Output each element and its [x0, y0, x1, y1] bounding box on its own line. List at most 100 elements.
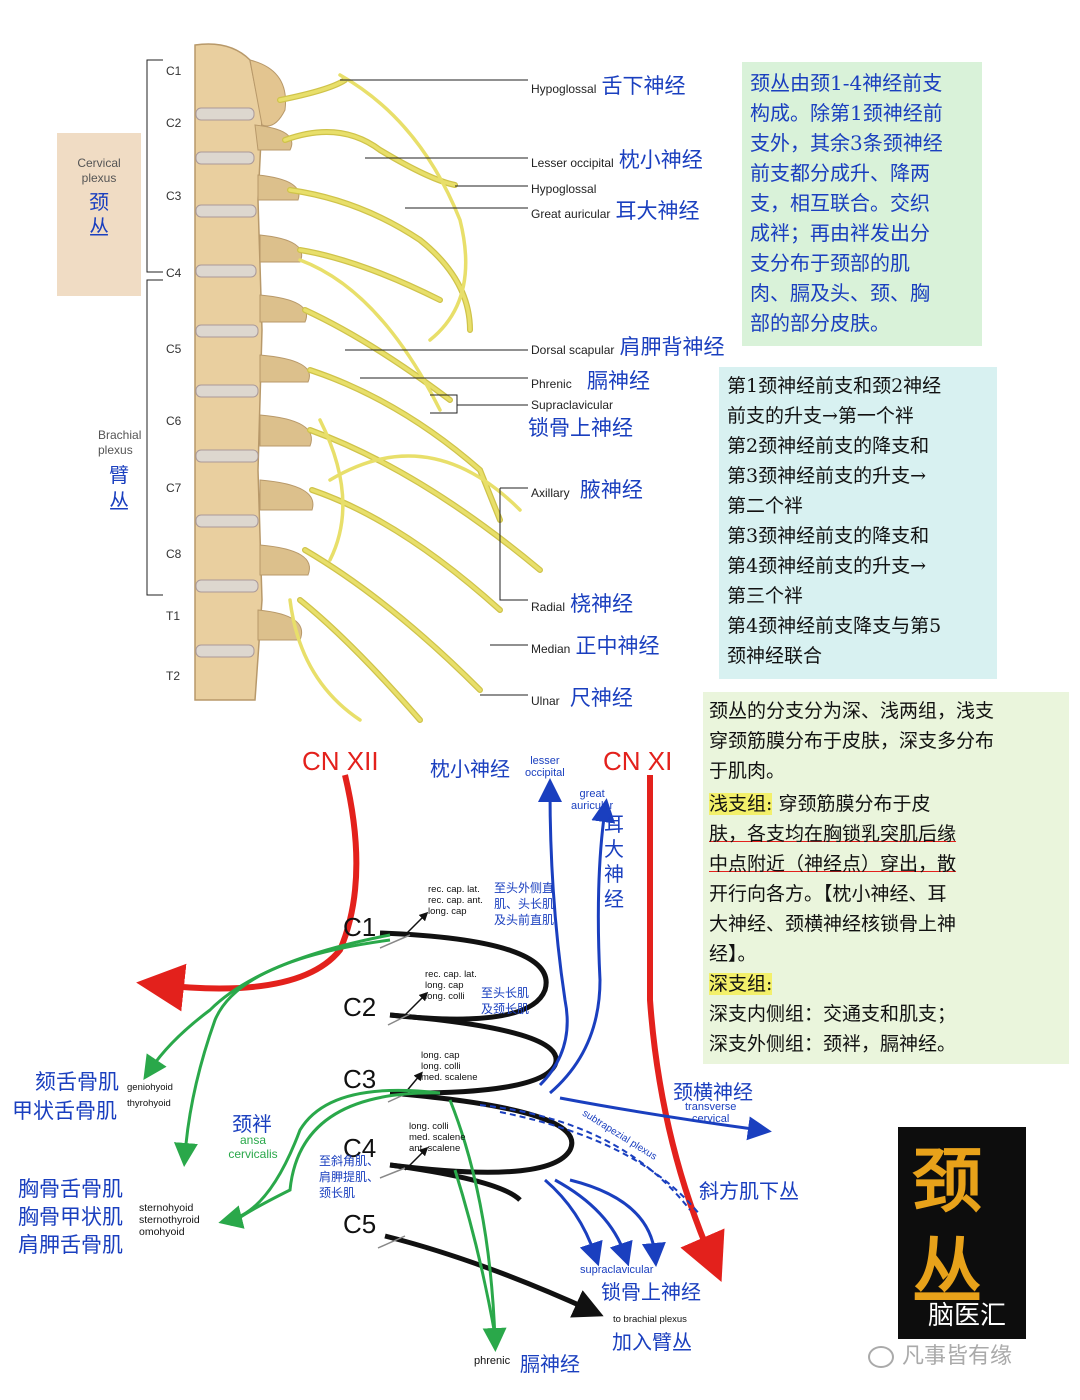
- deep-group-title: 深支组:: [709, 973, 773, 995]
- box2-line: 第3颈神经前支的升支→: [727, 465, 927, 487]
- box2-line: 第2颈神经前支的降支和: [727, 435, 930, 457]
- ansa-cervicalis-paths: [143, 933, 507, 1352]
- segment-label-c4: C4: [166, 266, 182, 280]
- nerve-label-axillary: Axillary 腋神经: [531, 478, 643, 502]
- great-auricular-en: great auricular: [571, 788, 614, 812]
- box2-line: 第4颈神经前支降支与第5: [727, 615, 942, 637]
- muscle-group-c3-en: long. cap long. colli med. scalene: [421, 1050, 478, 1083]
- nerve-label-lesser-occipital: Lesser occipital 枕小神经: [531, 148, 703, 172]
- box1-line: 支外，其余3条颈神经: [750, 131, 943, 155]
- segment-label-c2: C2: [166, 116, 182, 130]
- box3-deep-line: 深支外侧组：颈袢，膈神经。: [709, 1033, 957, 1055]
- box1-line: 部的部分皮肤。: [750, 311, 890, 335]
- segment-label-c8: C8: [166, 547, 182, 561]
- c1-label: C1: [343, 912, 377, 942]
- wechat-icon: [868, 1346, 894, 1368]
- box3-shallow-line: 肤，各支均在胸锁乳突肌后缘: [709, 823, 957, 845]
- box3-shallow-line: 开行向各方。【枕小神经、耳: [709, 883, 947, 905]
- nerve-label-ulnar: Ulnar 尺神经: [531, 686, 633, 710]
- box3-shallow-line: 经】。: [709, 943, 757, 965]
- segment-label-t2: T2: [166, 669, 181, 683]
- box1-line: 支分布于颈部的肌: [750, 251, 910, 275]
- info-box-branches: 颈丛的分支分为深、浅两组，浅支 穿颈筋膜分布于皮肤，深支多分布 于肌肉。 浅支组…: [703, 692, 1069, 1064]
- box1-line: 成袢；再由袢发出分: [750, 221, 930, 245]
- vertebral-column: [194, 43, 314, 701]
- box2-line: 第1颈神经前支和颈2神经: [727, 375, 942, 397]
- box1-line: 颈丛由颈1-4神经前支: [750, 71, 943, 95]
- box2-line: 颈神经联合: [727, 645, 823, 667]
- nerve-label-median: Median 正中神经: [531, 634, 660, 658]
- logo: 颈 丛 脑医汇: [898, 1127, 1026, 1339]
- c5-label: C5: [343, 1209, 377, 1239]
- infrahyoid-en: sternohyoid sternothyroid omohyoid: [139, 1202, 200, 1238]
- info-box-cervical-plexus: 颈丛由颈1-4神经前支 构成。除第1颈神经前 支外，其余3条颈神经 前支都分成升…: [742, 62, 982, 346]
- cervical-plexus-box: [57, 133, 141, 296]
- shallow-group-title: 浅支组:: [709, 793, 773, 815]
- great-auricular-cn: 耳 大 神 经: [604, 812, 624, 911]
- nerve-label-radial: Radial 桡神经: [531, 592, 634, 616]
- box3-shallow-line: 中点附近（神经点）穿出，散: [709, 853, 957, 875]
- infrahyoid-cn: 胸骨舌骨肌 胸骨甲状肌 肩胛舌骨肌: [18, 1175, 123, 1259]
- cervical-plexus-en: Cervical plexus: [77, 156, 121, 185]
- segment-label-c3: C3: [166, 189, 182, 203]
- box3-intro-line: 颈丛的分支分为深、浅两组，浅支: [709, 700, 995, 722]
- watermark-text: 凡事皆有缘: [902, 1344, 1013, 1369]
- supraclavicular-en: supraclavicular: [580, 1264, 654, 1276]
- box2-line: 第3颈神经前支的降支和: [727, 525, 930, 547]
- geniohyoid-en: geniohyoid: [127, 1082, 173, 1093]
- phrenic-en: phrenic: [474, 1355, 511, 1367]
- segment-label-c5: C5: [166, 342, 182, 356]
- segment-brackets: [146, 59, 163, 596]
- subtrapezial-paths: [479, 1104, 701, 1216]
- segment-label-c7: C7: [166, 481, 182, 495]
- cn11-path: [647, 775, 725, 1283]
- watermark: 凡事皆有缘: [868, 1338, 1012, 1370]
- box1-line: 肉、膈及头、颈、胸: [750, 281, 930, 305]
- box1-line: 构成。除第1颈神经前: [750, 101, 943, 125]
- cervical-plexus-cn: 颈 丛: [89, 190, 109, 239]
- muscle-group-c4-cn: 至斜角肌、 肩胛提肌、 颈长肌: [319, 1154, 380, 1200]
- ansa-cervicalis-en: ansa cervicalis: [228, 1133, 278, 1161]
- box3-intro-line: 穿颈筋膜分布于皮肤，深支多分布: [709, 730, 995, 752]
- box1-line: 前支都分成升、降两: [750, 161, 930, 185]
- geniohyoid-cn: 颏舌骨肌: [35, 1070, 119, 1094]
- nerve-label-great-auricular: Great auricular 耳大神经: [531, 199, 700, 223]
- transverse-cervical-cn: 颈横神经: [673, 1080, 753, 1104]
- brachial-plexus-cn: 加入臂丛: [612, 1330, 692, 1354]
- muscle-group-c1-cn: 至头外侧直 肌、头长肌 及头前直肌: [494, 881, 555, 927]
- box2-line: 第三个袢: [727, 585, 804, 607]
- c4-label: C4: [343, 1133, 377, 1163]
- info-box-loops: 第1颈神经前支和颈2神经 前支的升支→第一个袢 第2颈神经前支的降支和 第3颈神…: [719, 367, 997, 679]
- thyrohyoid-en: thyrohyoid: [127, 1098, 171, 1109]
- nerve-label-dorsal-scapular: Dorsal scapular 肩胛背神经: [531, 335, 725, 359]
- box3-shallow-line: 穿颈筋膜分布于皮: [778, 793, 931, 815]
- nerve-label-supraclavicular: Supraclavicular 锁骨上神经: [528, 398, 633, 440]
- sensory-paths: [538, 778, 772, 1267]
- box3-deep-line: 深支内侧组：交通支和肌支；: [709, 1003, 957, 1025]
- leader-lines: [340, 79, 528, 696]
- box2-line: 第4颈神经前支的升支→: [727, 555, 927, 577]
- thyrohyoid-cn: 甲状舌骨肌: [12, 1099, 117, 1123]
- sternohyoid-cn: 胸骨舌骨肌: [18, 1177, 123, 1201]
- nerve-label-hypoglossal-2: Hypoglossal: [531, 182, 597, 196]
- nerve-bundle: [277, 73, 543, 723]
- muscle-group-c2-cn: 至头长肌 及颈长肌: [481, 986, 530, 1016]
- cn12-path: [136, 774, 360, 1012]
- cn12-label: CN XII: [302, 746, 379, 776]
- lesser-occipital-en: lesser occipital: [525, 755, 565, 779]
- box2-line: 第二个袢: [727, 495, 804, 517]
- box2-line: 前支的升支→第一个袢: [727, 405, 914, 427]
- subtrapezial-cn: 斜方肌下丛: [699, 1179, 799, 1203]
- box1-line: 支，相互联合。交织: [750, 191, 930, 215]
- box3-intro-line: 于肌肉。: [709, 760, 786, 782]
- segment-label-c6: C6: [166, 414, 182, 428]
- nerve-label-hypoglossal: Hypoglossal 舌下神经: [531, 74, 686, 98]
- supraclavicular-cn: 锁骨上神经: [601, 1280, 701, 1304]
- c3-label: C3: [343, 1064, 377, 1094]
- logo-sub: 脑医汇: [928, 1301, 1007, 1331]
- plexus-schematic: [136, 774, 772, 1352]
- nerve-label-phrenic: Phrenic 膈神经: [531, 369, 650, 393]
- segment-label-t1: T1: [166, 609, 181, 623]
- brachial-plexus-cn: 臂 丛: [109, 463, 129, 513]
- muscle-group-c2-en: rec. cap. lat. long. cap long. colli: [425, 969, 477, 1002]
